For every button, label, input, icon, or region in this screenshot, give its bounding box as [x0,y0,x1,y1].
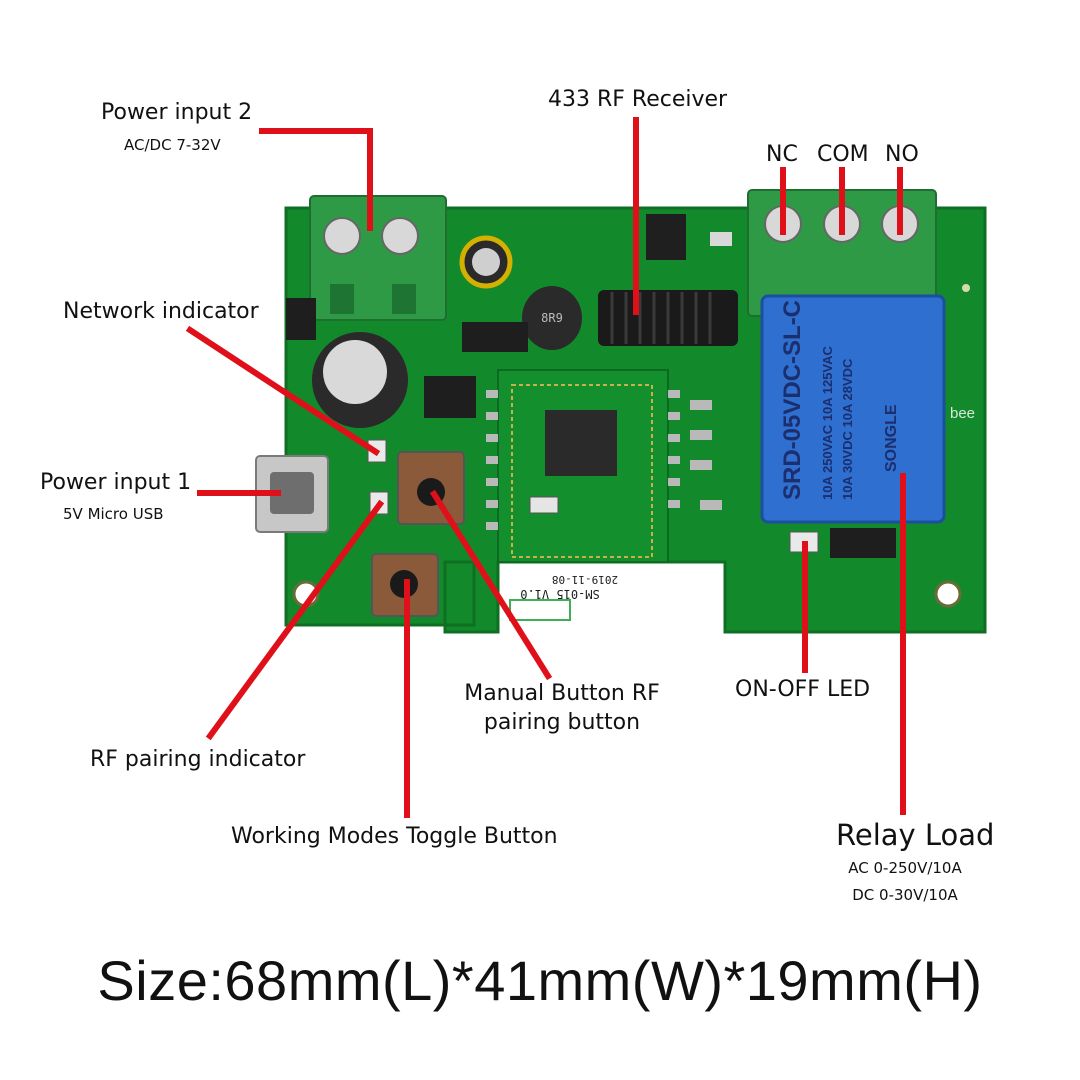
power-input-1-spec: 5V Micro USB [63,505,164,523]
module-shield-outline [511,384,653,558]
mounting-hole [962,284,970,292]
module-code-text: SM-015 V1.0 [520,587,599,601]
power-input-2-spec: AC/DC 7-32V [124,136,221,154]
relay [760,294,946,524]
relay-rating-1: 10A 250VAC 10A 125VAC [820,345,835,500]
leader-network-indicator [185,325,381,457]
mounting-hole [934,580,962,608]
power-input-1-label: Power input 1 [40,470,192,495]
on-off-led-label: ON-OFF LED [735,677,871,702]
terminal-slot [330,284,354,314]
module-chip [545,410,617,476]
diode [462,322,528,352]
power-input-2-label: Power input 2 [101,100,253,125]
crystal [529,496,559,514]
com-label: COM [817,142,869,167]
leader-manual-button [429,489,553,681]
large-capacitor-top [323,340,387,404]
small-capacitor-top [472,248,500,276]
nc-label: NC [766,142,798,167]
module-date-text: 2019-11-08 [552,573,618,586]
leader-rf-pairing [205,499,385,741]
resistor [830,528,896,558]
relay-model-text: SRD-05VDC-SL-C [779,300,806,500]
regulator-chip [646,214,686,260]
terminal-screw [381,217,419,255]
terminal-slot [392,284,416,314]
relay-rating-2: 10A 30VDC 10A 28VDC [840,358,855,500]
relay-brand-text: SONGLE [883,404,900,472]
inductor [522,286,582,350]
relay-load-ac-spec: AC 0-250V/10A [848,859,962,877]
rf-receiver-label: 433 RF Receiver [548,87,728,112]
crystal-small [710,232,732,246]
terminal-screw [323,217,361,255]
size-caption: Size:68mm(L)*41mm(W)*19mm(H) [97,949,983,1012]
rf-pairing-indicator-label: RF pairing indicator [90,747,306,772]
no-label: NO [885,142,919,167]
inductor-text: 8R9 [541,311,563,325]
silk-text: bee [950,405,975,422]
network-indicator-label: Network indicator [63,299,259,324]
leader-lines [185,117,906,818]
leader-power-input-2 [259,128,373,231]
relay-load-label: Relay Load [836,818,995,852]
relay-load-dc-spec: DC 0-30V/10A [852,886,958,904]
smd-pads [486,390,722,530]
working-modes-label: Working Modes Toggle Button [231,824,558,849]
antenna-trace [509,599,571,621]
micro-usb-opening [270,472,314,514]
rf-coil-windings [610,292,712,344]
transistor [286,298,316,340]
ic-chip-8pin [424,376,476,418]
manual-button-label-line1: Manual Button RF [464,681,660,706]
manual-button-label-line2: pairing button [483,710,641,735]
